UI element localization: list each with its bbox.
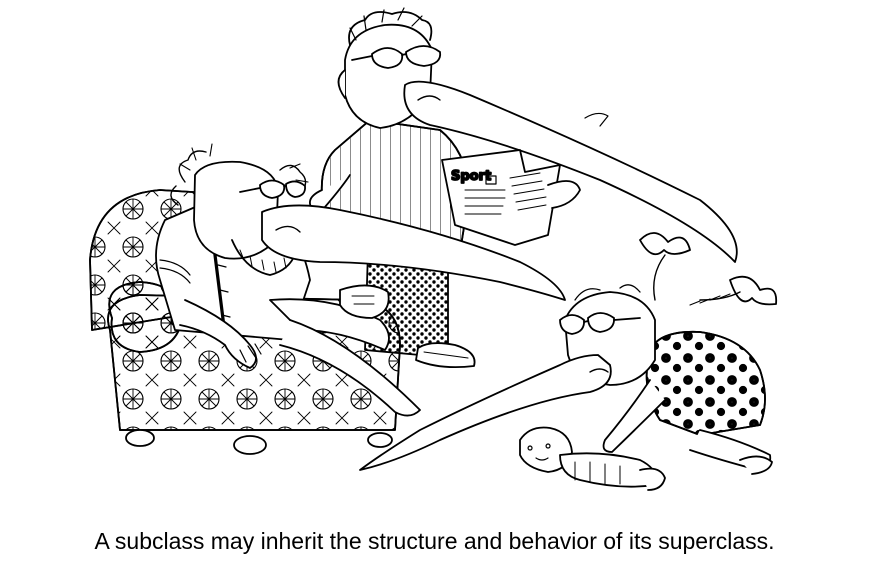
daughter-bird-with-doll [359,232,778,491]
inheritance-cartoon: Sport [89,7,778,491]
newspaper-headline: Sport [451,169,491,184]
figure-caption: A subclass may inherit the structure and… [94,528,775,554]
grandfather-in-armchair [89,143,566,455]
father-bird: Sport [309,7,738,369]
